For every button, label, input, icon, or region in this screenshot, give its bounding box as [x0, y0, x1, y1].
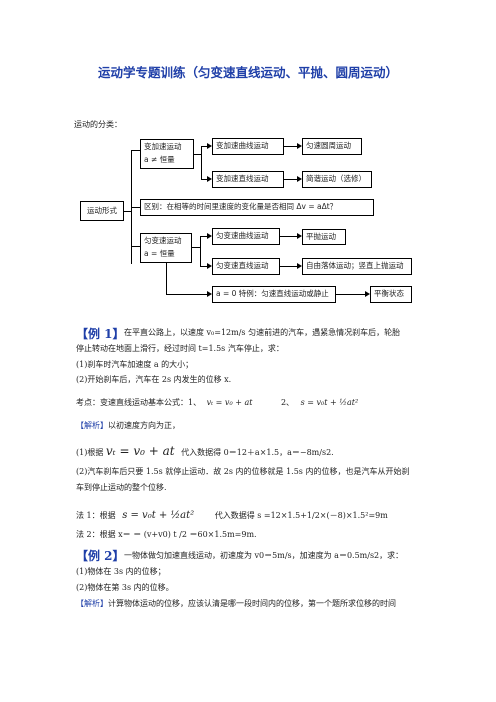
equilibrium-box: 平衡状态 [370, 286, 412, 303]
example1-line2: 停止转动在地面上滑行，经过时间 t=1.5s 汽车停止，求： [76, 344, 284, 353]
analysis2-tag: 【解析】 [76, 599, 108, 608]
method1: 法 1：根据 s = v₀t + ½at² 代入数据得 s =12×1.5+1/… [76, 510, 388, 521]
solution2-line2: 车到停止运动的整个位移. [76, 483, 167, 492]
solution2-line1: (2)汽车刹车后只要 1.5s 就停止运动．故 2s 内的位移就是 1.5s 内… [76, 467, 410, 476]
example2-line1: 一物体做匀加速直线运动，初速度为 v0＝5m/s，加速度为 a＝0.5m/s2，… [124, 551, 404, 560]
solution1: (1)根据 vₜ = v₀ + at 代入数据得 0＝12＋a×1.5，a＝−8… [76, 444, 334, 458]
analysis2-text: 计算物体运动的位移，应该认清是哪一段时间内的位移，第一个题所求位移的时间 [108, 599, 396, 608]
var-acc-condition: a ≠ 恒量 [144, 155, 175, 164]
difference-box: 区别：在相等的时间里速度的变化量是否相同 Δv = aΔt？ [140, 199, 374, 216]
uni-straight-box: 匀变速直线运动 [212, 258, 280, 275]
method1-prefix: 法 1：根据 [76, 511, 116, 520]
var-acc-label: 变加速运动 [144, 142, 182, 151]
keypoint-prefix: 考点：变速直线运动基本公式：1、 [76, 398, 202, 407]
solution1-suffix: 代入数据得 0＝12＋a×1.5，a＝−8m/s2. [181, 448, 334, 457]
keypoint: 考点：变速直线运动基本公式：1、 vₜ = v₀ + at 2、 s = v₀t… [76, 397, 358, 408]
uni-acc-label: 匀变速运动 [144, 236, 182, 245]
keypoint-formula2: s = v₀t + ½at² [300, 398, 359, 407]
analysis1-tag: 【解析】 [76, 421, 108, 430]
solution1-prefix: (1)根据 [76, 448, 104, 457]
classification-label: 运动的分类： [74, 120, 122, 129]
keypoint-formula1: vₜ = v₀ + at [206, 398, 253, 407]
uniform-circle-box: 匀速圆周运动 [302, 138, 362, 155]
example2-q2: (2)物体在第 3s 内的位移。 [76, 583, 174, 592]
var-acc-box: 变加速运动 a ≠ 恒量 [140, 139, 194, 169]
example1-tag: 【例 1】 [76, 327, 125, 341]
var-straight-box: 变加速直线运动 [212, 171, 284, 188]
method1-formula: s = v₀t + ½at² [122, 510, 195, 521]
simple-harmonic-box: 简谐运动（选修） [302, 171, 372, 188]
uni-acc-box: 匀变速运动 a = 恒量 [140, 233, 192, 263]
uni-acc-condition: a = 恒量 [144, 249, 175, 258]
example2-tag: 【例 2】 [76, 549, 125, 563]
example1-line1: 在平直公路上，以速度 v₀=12m/s 匀速前进的汽车，遇紧急情况刹车后，轮胎 [124, 328, 401, 337]
analysis1-text: 以初速度方向为正， [108, 421, 180, 430]
analysis1: 【解析】以初速度方向为正， [76, 420, 180, 431]
example1-q2: (2)开始刹车后，汽车在 2s 内发生的位移 x. [76, 375, 232, 384]
projectile-box: 平抛运动 [302, 229, 346, 245]
var-curve-box: 变加速曲线运动 [212, 138, 284, 155]
uni-curve-box: 匀变速曲线运动 [212, 228, 280, 245]
example2-q1: (1)物体在 3s 内的位移； [76, 567, 166, 576]
special-case-box: a = 0 特例：匀速直线运动或静止 [212, 286, 336, 303]
example1-q1: (1)刹车时汽车加速度 a 的大小； [76, 360, 194, 369]
free-fall-box: 自由落体运动；竖直上抛运动 [302, 258, 412, 275]
root-box: 运动形式 [80, 201, 124, 221]
page-title: 运动学专题训练（匀变速直线运动、平抛、圆周运动） [97, 65, 398, 80]
analysis2: 【解析】计算物体运动的位移，应该认清是哪一段时间内的位移，第一个题所求位移的时间 [76, 598, 396, 609]
solution1-formula: vₜ = v₀ + at [105, 444, 175, 458]
keypoint-mid: 2、 [280, 398, 295, 407]
method2: 法 2：根据 x＝ ＝ (v+v0) t /2 ＝60×1.5m=9m. [76, 530, 257, 539]
method1-suffix: 代入数据得 s =12×1.5+1/2×(－8)×1.5²=9m [214, 511, 388, 520]
